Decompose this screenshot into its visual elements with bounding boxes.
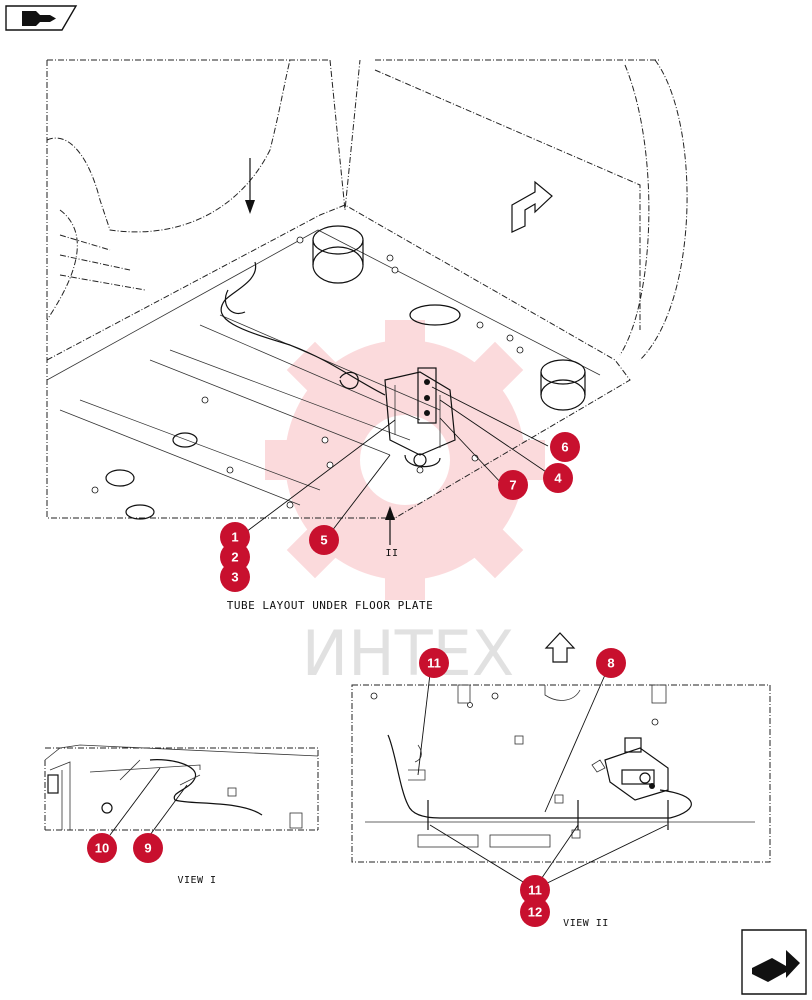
callout-label: 11	[528, 883, 542, 898]
main-view-caption: TUBE LAYOUT UNDER FLOOR PLATE	[227, 599, 434, 612]
callout-circle	[220, 562, 250, 592]
watermark-text: ИНТЕХ	[302, 617, 515, 690]
callout-circle	[419, 648, 449, 678]
callout-label: 1	[231, 530, 238, 545]
callout-circle	[498, 470, 528, 500]
callout-label: 9	[144, 841, 151, 856]
callout-8: 8	[596, 648, 626, 678]
previous-page-icon	[22, 11, 56, 26]
callout-circle	[520, 875, 550, 905]
view-ii-marker: II	[385, 548, 398, 559]
callout-11: 11	[520, 875, 550, 905]
callout-label: 8	[607, 656, 614, 671]
view-i-leaders	[109, 767, 188, 836]
callout-label: 6	[561, 440, 568, 455]
callout-circle	[309, 525, 339, 555]
callout-label: 5	[320, 533, 327, 548]
callout-circle	[133, 833, 163, 863]
callout-9: 9	[133, 833, 163, 863]
callout-circle	[520, 897, 550, 927]
view-ii-direction-icon	[544, 632, 576, 663]
watermark-logo	[265, 320, 545, 600]
callout-label: 2	[231, 550, 238, 565]
view-ii-caption: VIEW II	[563, 918, 609, 929]
callout-6: 6	[550, 432, 580, 462]
callout-10: 10	[87, 833, 117, 863]
callout-11: 11	[419, 648, 449, 678]
callout-circle	[543, 463, 573, 493]
main-view-drawing	[46, 59, 688, 545]
callout-7: 7	[498, 470, 528, 500]
callout-label: 11	[427, 656, 441, 671]
callout-5: 5	[309, 525, 339, 555]
view-ii-leaders	[417, 667, 668, 889]
callout-12: 12	[520, 897, 550, 927]
view-i-caption: VIEW I	[177, 875, 216, 886]
callout-circle	[596, 648, 626, 678]
view-i-drawing	[44, 744, 319, 831]
callout-label: 10	[95, 841, 109, 856]
next-page-button[interactable]	[741, 929, 807, 995]
next-page-icon	[752, 950, 800, 982]
callout-circle	[550, 432, 580, 462]
callout-label: 12	[528, 905, 542, 920]
previous-page-button[interactable]	[5, 5, 78, 31]
callout-label: 3	[231, 570, 238, 585]
main-view-leaders	[237, 386, 556, 541]
callout-label: 7	[509, 478, 516, 493]
callout-3: 3	[220, 562, 250, 592]
view-ii-drawing	[351, 684, 771, 863]
callout-label: 4	[554, 471, 562, 486]
callout-4: 4	[543, 463, 573, 493]
callout-circle	[87, 833, 117, 863]
